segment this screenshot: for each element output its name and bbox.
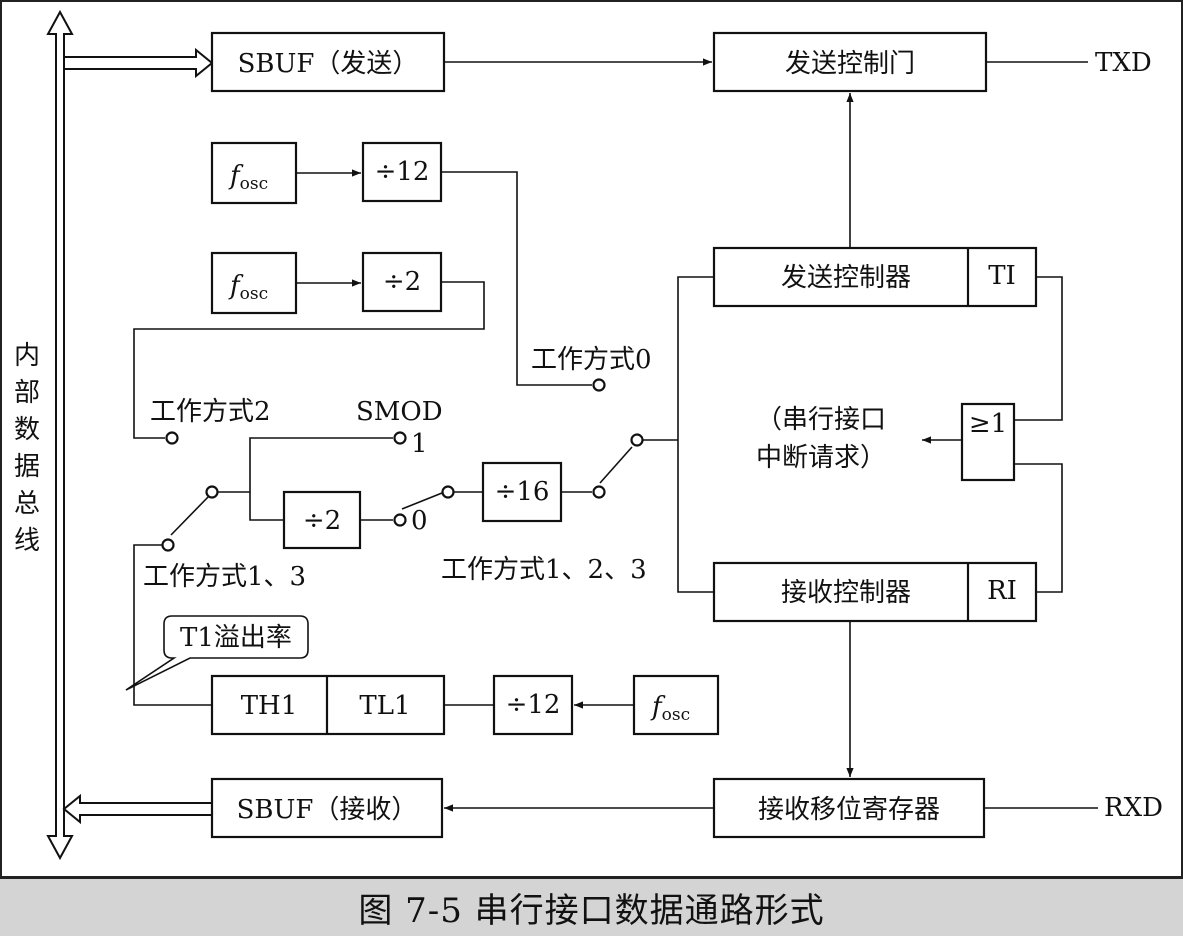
txd-label: TXD [1095, 48, 1152, 78]
irq-label-line2: 中断请求） [756, 443, 886, 473]
smod-1-label: 1 [411, 429, 428, 459]
ri-flag: RI [987, 576, 1017, 606]
smod-0-label: 0 [411, 506, 428, 536]
div16-label: ÷16 [495, 477, 550, 507]
rx-shift-register-label: 接收移位寄存器 [758, 795, 940, 825]
rx-controller-label: 接收控制器 [781, 578, 911, 608]
div2-label: ÷2 [383, 267, 421, 297]
bus-label: 内 部 数 据 总 线 [14, 341, 40, 556]
mode2-label: 工作方式2 [150, 397, 271, 427]
div12-box-2: ÷12 [492, 674, 574, 736]
bus-label-char: 据 [14, 452, 40, 482]
div16-box: ÷16 [481, 461, 563, 523]
rx-controller-box: 接收控制器 RI [712, 561, 1038, 623]
sbuf-tx-label: SBUF（发送） [238, 49, 419, 79]
tx-controller-label: 发送控制器 [781, 263, 911, 293]
mode0-label: 工作方式0 [531, 345, 652, 375]
t1-overflow-label: T1溢出率 [180, 623, 292, 653]
bus-label-char: 部 [14, 378, 40, 408]
bus-label-char: 内 [14, 341, 40, 371]
fosc-sub: osc [240, 174, 268, 194]
div12-label: ÷12 [375, 157, 430, 187]
ti-flag: TI [988, 261, 1016, 291]
fosc-box-2: fosc [210, 251, 298, 315]
sbuf-rx-box: SBUF（接收） [210, 777, 444, 839]
internal-data-bus [46, 9, 74, 861]
mode123-label: 工作方式1、2、3 [441, 555, 647, 585]
th1-label: TH1 [241, 691, 298, 721]
bus-label-char: 数 [14, 415, 40, 445]
figure-frame [0, 0, 1183, 877]
div2-box-1: ÷2 [361, 251, 443, 313]
tl1-label: TL1 [359, 691, 410, 721]
fosc-sub: osc [240, 284, 268, 304]
figure-caption: 图 7-5 串行接口数据通路形式 [358, 891, 825, 931]
div2-label-2: ÷2 [303, 506, 341, 536]
t1-overflow-callout: T1溢出率 [125, 615, 309, 691]
mode13-label: 工作方式1、3 [143, 562, 306, 592]
rxd-label: RXD [1104, 793, 1163, 823]
bus-label-char: 总 [14, 489, 40, 519]
svg-text:fosc: fosc [228, 161, 268, 194]
fosc-box-1: fosc [210, 141, 298, 205]
tx-controller-box: 发送控制器 TI [712, 246, 1038, 308]
bus-to-sbuf-tx-arrow [63, 47, 214, 79]
div12-label-2: ÷12 [506, 690, 561, 720]
smod-label: SMOD [356, 397, 443, 427]
sbuf-tx-box: SBUF（发送） [210, 31, 446, 93]
wires [133, 58, 1098, 812]
th1-tl1-box: TH1 TL1 [210, 674, 446, 736]
div2-box-2: ÷2 [282, 490, 362, 550]
fosc-sub: osc [662, 705, 690, 725]
bus-label-char: 线 [14, 526, 40, 556]
sbuf-rx-label: SBUF（接收） [237, 795, 418, 825]
caption-bar: 图 7-5 串行接口数据通路形式 [0, 877, 1183, 936]
fosc-box-3: fosc [632, 674, 720, 736]
tx-gate-label: 发送控制门 [785, 49, 915, 79]
tx-gate-box: 发送控制门 [712, 31, 988, 93]
irq-label-line1: （串行接口 [756, 405, 886, 435]
sbuf-rx-to-bus-arrow [62, 793, 213, 825]
switch-contacts [161, 378, 644, 552]
or-gate-label: ≥1 [969, 409, 1007, 439]
div12-box-1: ÷12 [361, 141, 443, 203]
rx-shift-register-box: 接收移位寄存器 [712, 777, 986, 839]
serial-datapath-diagram: 内 部 数 据 总 线 SBUF（发送） 发送控制门 TXD fosc ÷12 … [0, 0, 1183, 877]
or-gate-box: ≥1 [960, 402, 1016, 482]
